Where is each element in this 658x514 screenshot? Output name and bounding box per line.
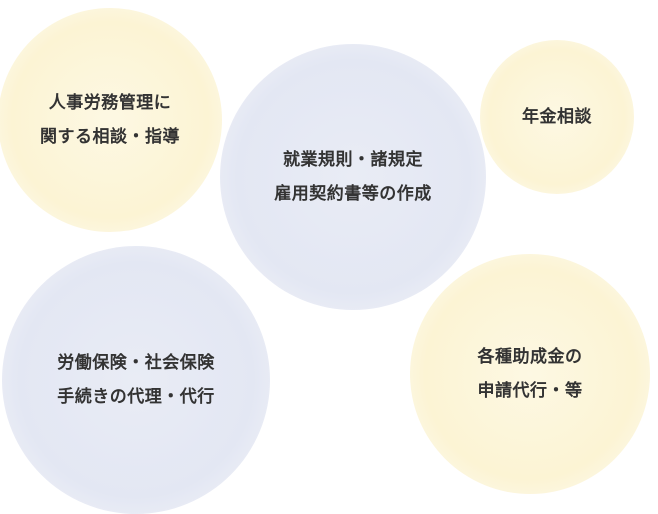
service-bubble-labor-consultation: 人事労務管理に 関する相談・指導 (0, 8, 222, 232)
service-label: 就業規則・諸規定 雇用契約書等の作成 (274, 143, 432, 211)
service-label: 労働保険・社会保険 手続きの代理・代行 (57, 346, 215, 414)
service-label-line1: 年金相談 (522, 107, 592, 127)
service-label: 年金相談 (522, 100, 592, 134)
service-bubble-work-rules: 就業規則・諸規定 雇用契約書等の作成 (220, 44, 486, 310)
service-bubble-pension: 年金相談 (480, 40, 634, 194)
service-label-line1: 各種助成金の (477, 347, 583, 367)
service-label-line2: 関する相談・指導 (40, 127, 180, 147)
service-label-line2: 申請代行・等 (477, 381, 583, 401)
service-label: 人事労務管理に 関する相談・指導 (40, 86, 180, 154)
service-bubble-insurance: 労働保険・社会保険 手続きの代理・代行 (2, 246, 270, 514)
service-label-line1: 労働保険・社会保険 (57, 353, 215, 373)
service-label-line1: 就業規則・諸規定 (283, 150, 423, 170)
service-label-line2: 雇用契約書等の作成 (274, 184, 432, 204)
service-label: 各種助成金の 申請代行・等 (478, 340, 583, 408)
service-label-line1: 人事労務管理に (48, 93, 172, 113)
service-bubble-subsidies: 各種助成金の 申請代行・等 (410, 254, 650, 494)
service-label-line2: 手続きの代理・代行 (57, 387, 215, 407)
